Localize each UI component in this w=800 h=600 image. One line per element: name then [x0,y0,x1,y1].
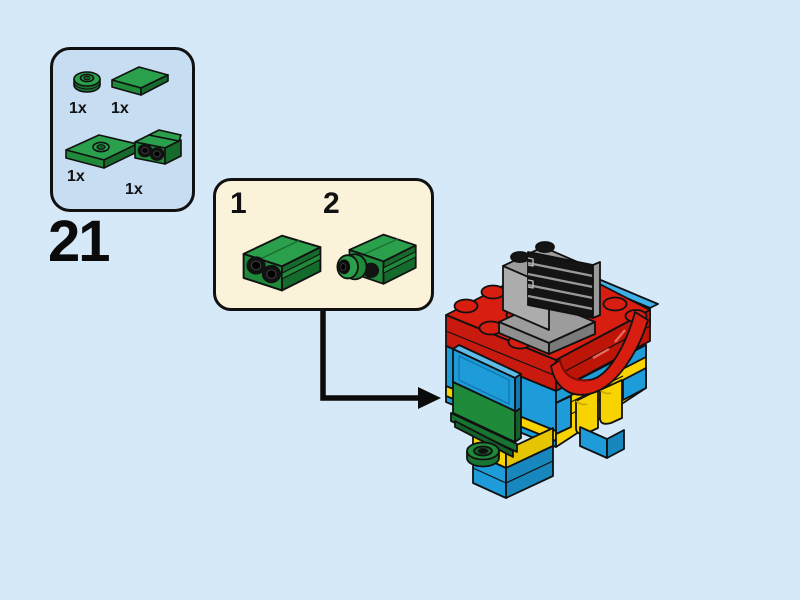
part-qty-label: 1x [69,100,87,117]
green-round-plate-1x1-icon [73,71,101,93]
callout-arrow [320,311,441,409]
model-gray-grille-assembly [498,241,601,355]
parts-callout: 1x 1x 1x 1x [50,47,195,212]
model-red-arch [550,311,649,396]
substep-2-label: 2 [323,187,340,220]
part-qty-label: 1x [67,168,85,185]
substep-callout: 1 2 [213,178,434,311]
green-bracket-round-plate-assembly-icon [336,233,417,285]
green-bracket-tile-assembly-icon [242,234,322,292]
substep-1-label: 1 [230,187,247,220]
green-tile-1x2-icon [111,66,169,96]
lego-model-illustration [445,241,659,499]
part-qty-label: 1x [111,100,129,117]
step-number: 21 [48,209,110,274]
model-right-leg [579,426,625,459]
model-green-bracket-assembly [450,344,522,468]
green-bracket-1x2-icon [134,129,182,165]
part-qty-label: 1x [125,181,143,198]
